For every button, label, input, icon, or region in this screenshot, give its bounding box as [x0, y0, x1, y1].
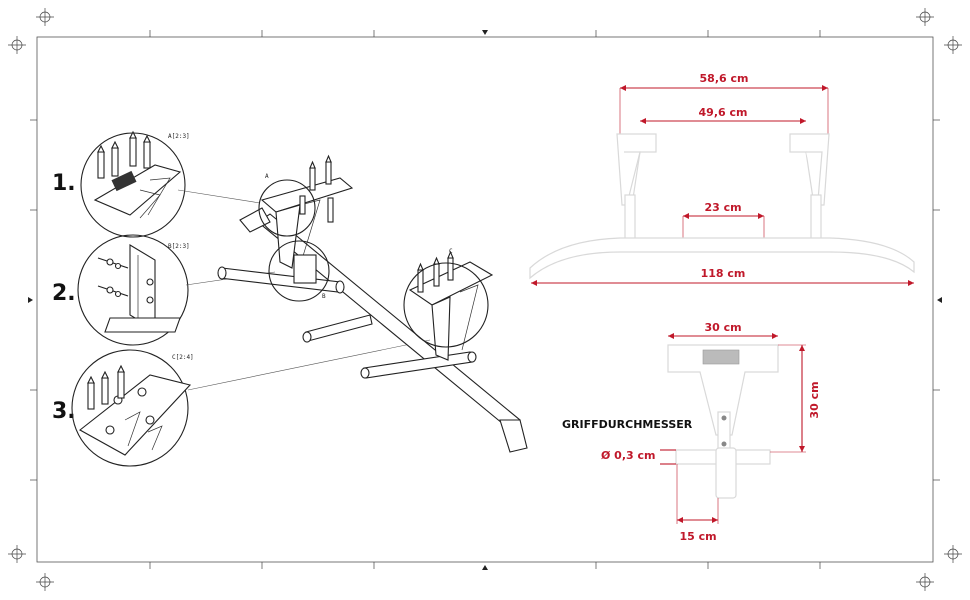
mount-bracket-right	[408, 261, 494, 361]
detail-1-label: A[2:3]	[168, 133, 190, 140]
front-bracket-left	[616, 133, 657, 241]
anchor-bolts-top	[299, 154, 334, 223]
step-3-number: 3.	[52, 399, 76, 424]
brand-logo-plate	[702, 349, 740, 365]
detail-3-label: C[2:4]	[172, 354, 194, 361]
registration-mark-top-right	[916, 8, 934, 26]
callout-circle-b	[268, 240, 330, 302]
dim-bar-length: 118 cm	[531, 267, 914, 286]
registration-mark-bottom-right	[916, 573, 934, 591]
callout-a-label: A	[265, 173, 269, 180]
dim-bar-length-label: 118 cm	[701, 267, 746, 280]
dim-outer-width: 58,6 cm	[619, 72, 829, 135]
main-bar-end-right	[499, 419, 528, 453]
callout-circle-a	[258, 179, 316, 237]
dim-grip-length: 15 cm	[676, 464, 719, 543]
grip-diameter-heading: GRIFFDURCHMESSER	[562, 418, 693, 431]
detail-1-bracket-plate	[93, 164, 182, 219]
callout-b-label: B	[322, 293, 326, 300]
registration-mark-bottom-right-side	[944, 545, 962, 563]
bolt-bottom	[721, 441, 727, 447]
dim-grip-diameter-label: Ø 0,3 cm	[601, 449, 655, 462]
anchor-bolts-right	[417, 250, 454, 293]
registration-mark-top-left-side	[8, 36, 26, 54]
front-bar	[529, 237, 915, 280]
callout-circle-c	[403, 262, 489, 348]
front-bracket-right	[789, 133, 830, 241]
dim-bracket-height: 30 cm	[770, 344, 821, 453]
side-bracket-plate	[667, 344, 779, 436]
side-view-bracket: 30 cm 30 cm GRIFFDURCHMESSER Ø 0,3 cm	[562, 321, 821, 543]
callout-c-label: C	[449, 248, 453, 255]
detail-circle-1: A[2:3]	[80, 130, 261, 238]
detail-circle-2: B[2:3]	[77, 234, 276, 346]
assembly-isometric-view: A B C	[217, 154, 528, 453]
bolt-top	[721, 415, 727, 421]
dim-inner-width: 49,6 cm	[640, 106, 806, 124]
center-mark-top	[482, 30, 488, 35]
registration-mark-top-right-side	[944, 36, 962, 54]
detail-2-bracket	[104, 244, 181, 333]
front-view-pullup-bar: 58,6 cm 49,6 cm 23 cm	[529, 72, 915, 286]
registration-marks	[8, 8, 962, 591]
dim-bracket-width: 30 cm	[668, 321, 778, 339]
dim-grip-spacing-label: 23 cm	[704, 201, 741, 214]
step-2-number: 2.	[52, 281, 76, 306]
main-bar-end-left	[239, 207, 271, 233]
center-mark-bottom	[482, 565, 488, 570]
dim-grip-length-label: 15 cm	[679, 530, 716, 543]
detail-2-screws	[97, 257, 129, 298]
dim-bracket-height-label: 30 cm	[808, 381, 821, 418]
center-mark-right	[937, 297, 942, 303]
detail-3-anchor-bolts	[87, 364, 125, 410]
detail-3-plate	[79, 374, 192, 456]
dim-inner-width-label: 49,6 cm	[699, 106, 748, 119]
detail-1-anchor-bolts	[97, 130, 151, 179]
center-mark-left	[28, 297, 33, 303]
border-ticks	[30, 30, 940, 569]
detail-2-label: B[2:3]	[168, 243, 190, 250]
vertical-grip	[715, 447, 737, 499]
main-bar	[257, 213, 521, 429]
dim-bracket-width-label: 30 cm	[704, 321, 741, 334]
registration-mark-top-left	[36, 8, 54, 26]
mount-bracket-left	[260, 177, 354, 284]
step-1-number: 1.	[52, 171, 76, 196]
sheet-frame	[36, 36, 934, 563]
parallel-grip-center	[302, 314, 373, 343]
dim-grip-spacing: 23 cm	[682, 201, 765, 238]
dim-grip-diameter: Ø 0,3 cm	[601, 449, 676, 465]
detail-circle-3: C[2:4]	[71, 339, 431, 467]
registration-mark-bottom-left	[36, 573, 54, 591]
dim-outer-width-label: 58,6 cm	[700, 72, 749, 85]
registration-mark-bottom-left-side	[8, 545, 26, 563]
